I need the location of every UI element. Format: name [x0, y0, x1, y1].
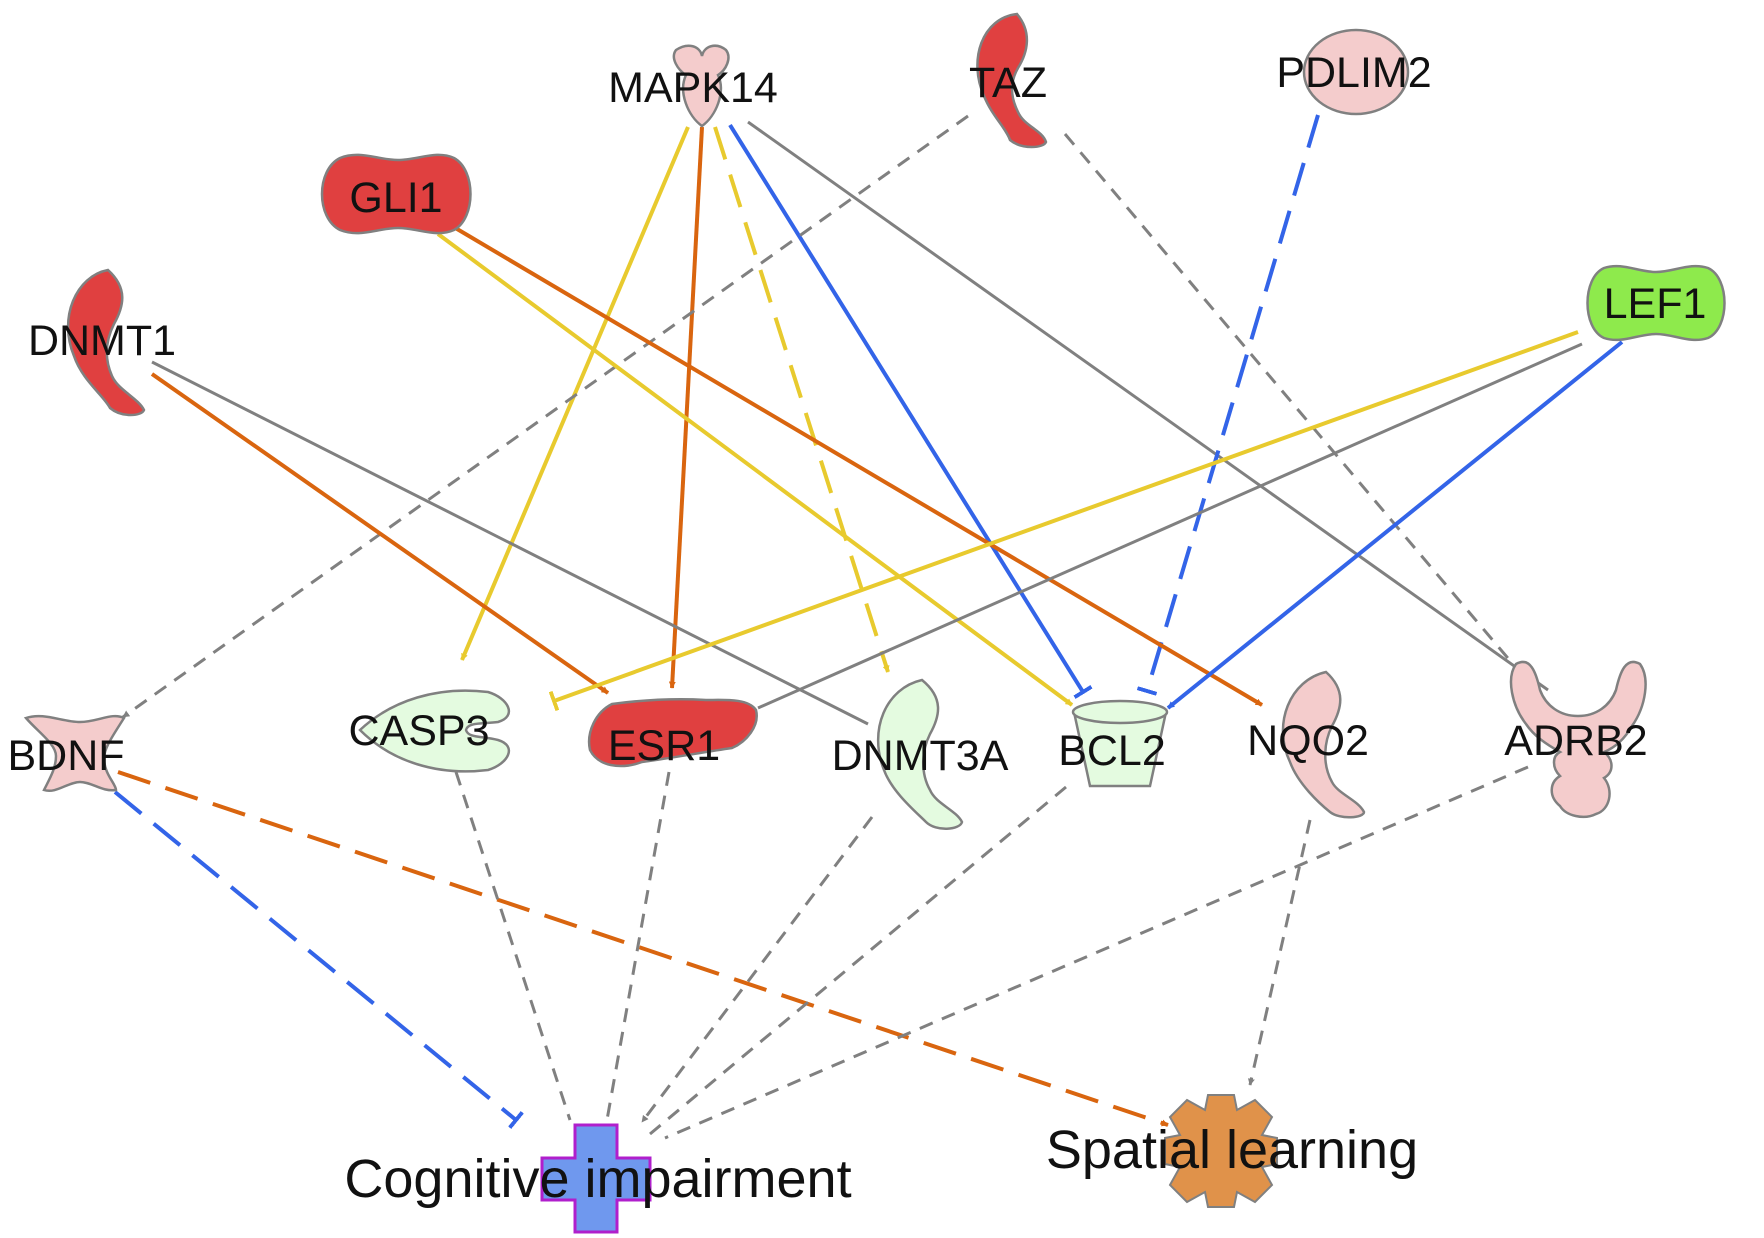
label-nqo2: NQO2: [1247, 717, 1369, 765]
node-mapk14[interactable]: MAPK14: [608, 44, 778, 128]
label-adrb2: ADRB2: [1504, 717, 1647, 765]
node-nqo2[interactable]: NQO2: [1247, 670, 1369, 819]
edge-casp3-cognitive: [454, 771, 572, 1121]
edge-esr1-cognitive: [605, 771, 671, 1121]
edge-lef1-casp3: [548, 330, 1579, 712]
node-dnmt1[interactable]: DNMT1: [28, 268, 176, 417]
label-cognitive-impairment: Cognitive impairment: [344, 1149, 851, 1209]
peanut-shape: [320, 153, 472, 235]
edge-taz-bdnf: [122, 114, 969, 719]
receptor-shape: [1509, 660, 1647, 818]
kinase-shape: [672, 44, 730, 128]
function-cognitive-impairment[interactable]: Cognitive impairment: [344, 1123, 852, 1234]
edge-mapk14-dnmt3a: [713, 126, 890, 673]
label-mapk14: MAPK14: [608, 64, 778, 112]
label-taz: TAZ: [969, 59, 1047, 107]
label-pdlim2: PDLIM2: [1276, 49, 1431, 97]
peptidase-shape: [358, 689, 511, 773]
edge-adrb2-cognitive: [664, 765, 1529, 1140]
edge-dnmt1-esr1: [150, 372, 610, 695]
edge-bcl2-cognitive: [649, 785, 1067, 1136]
edge-dnmt3a-cognitive: [640, 816, 874, 1123]
transcription-regulator-shape: [976, 12, 1048, 149]
label-bdnf: BDNF: [7, 732, 124, 780]
edge-bdnf-cognitive: [113, 790, 524, 1130]
label-dnmt1: DNMT1: [28, 317, 176, 365]
label-esr1: ESR1: [608, 722, 720, 770]
edge-nqo2-spatial: [1247, 819, 1312, 1086]
node-dnmt3a[interactable]: DNMT3A: [832, 678, 1009, 830]
growth-factor-shape: [23, 714, 126, 793]
label-bcl2: BCL2: [1058, 727, 1166, 775]
edge-pdlim2-bcl2: [1136, 114, 1320, 696]
node-lef1[interactable]: LEF1: [1586, 264, 1726, 342]
edge-gli1-bcl2: [436, 232, 1074, 707]
edge-mapk14-bcl2: [728, 123, 1093, 699]
edge-lef1-esr1: [757, 342, 1583, 710]
node-adrb2[interactable]: ADRB2: [1504, 660, 1648, 818]
edge-mapk14-adrb2: [747, 120, 1549, 692]
function-spatial-learning[interactable]: Spatial learning: [1046, 1094, 1418, 1208]
edge-bdnf-spatial: [117, 770, 1169, 1127]
edge-mapk14-casp3: [460, 126, 690, 661]
edge-taz-adrb2: [1063, 133, 1525, 677]
node-taz[interactable]: TAZ: [969, 12, 1048, 149]
edge-lef1-bcl2: [1166, 340, 1624, 710]
enzyme-shape: [1281, 670, 1366, 819]
label-dnmt3a: DNMT3A: [832, 732, 1009, 780]
node-esr1[interactable]: ESR1: [587, 697, 758, 770]
transporter-rim: [1071, 699, 1169, 725]
edge-mapk14-esr1: [668, 126, 704, 689]
edge-gli1-nqo2: [450, 224, 1264, 707]
gear-icon: [1164, 1094, 1278, 1208]
node-casp3[interactable]: CASP3: [348, 689, 511, 773]
label-gli1: GLI1: [349, 174, 442, 222]
node-bdnf[interactable]: BDNF: [7, 714, 126, 793]
transcription-regulator-shape: [66, 268, 146, 417]
nuclear-receptor-shape: [587, 697, 758, 768]
cross-shape: [540, 1123, 652, 1234]
other-shape: [1302, 28, 1410, 116]
label-casp3: CASP3: [348, 707, 489, 755]
node-pdlim2[interactable]: PDLIM2: [1276, 28, 1432, 116]
edge-dnmt1-dnmt3a: [151, 360, 869, 726]
peanut-shape: [1586, 264, 1726, 342]
node-bcl2[interactable]: BCL2: [1058, 699, 1169, 788]
transcription-regulator-shape: [876, 678, 964, 830]
label-lef1: LEF1: [1604, 280, 1707, 328]
edges: [113, 114, 1624, 1140]
label-spatial-learning: Spatial learning: [1046, 1120, 1418, 1180]
node-gli1[interactable]: GLI1: [320, 153, 472, 235]
